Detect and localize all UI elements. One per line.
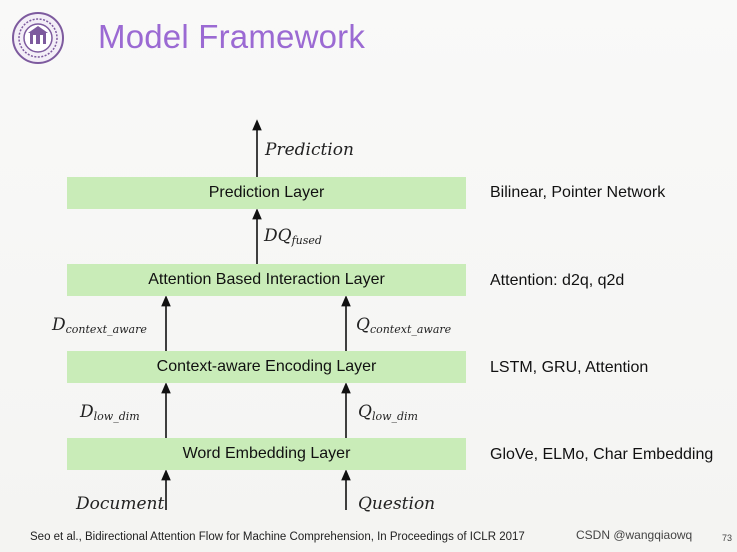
encoding-layer-note: LSTM, GRU, Attention <box>490 359 649 376</box>
csdn-watermark: CSDN @wangqiaowq <box>576 528 693 542</box>
context-encoding-layer: Context-aware Encoding Layer <box>67 351 466 383</box>
var-q-context-aware: Qcontext_aware <box>356 315 452 336</box>
var-question: Question <box>358 494 436 514</box>
var-prediction: Prediction <box>265 140 354 160</box>
word-embedding-layer: Word Embedding Layer <box>67 438 466 470</box>
citation-footer: Seo et al., Bidirectional Attention Flow… <box>30 531 525 543</box>
var-document: Document <box>76 494 165 514</box>
prediction-layer: Prediction Layer <box>67 177 466 209</box>
page-number: 73 <box>722 533 733 543</box>
university-logo <box>12 12 64 64</box>
var-d-context-aware: Dcontext_aware <box>52 315 147 336</box>
prediction-layer-note: Bilinear, Pointer Network <box>490 184 666 201</box>
embedding-layer-note: GloVe, ELMo, Char Embedding <box>490 446 714 463</box>
attention-interaction-layer: Attention Based Interaction Layer <box>67 264 466 296</box>
attention-layer-note: Attention: d2q, q2d <box>490 272 625 289</box>
var-d-low-dim: Dlow_dim <box>80 402 140 423</box>
var-dq-fused: DQfused <box>264 226 322 247</box>
slide-title: Model Framework <box>98 18 366 55</box>
var-q-low-dim: Qlow_dim <box>358 402 418 423</box>
